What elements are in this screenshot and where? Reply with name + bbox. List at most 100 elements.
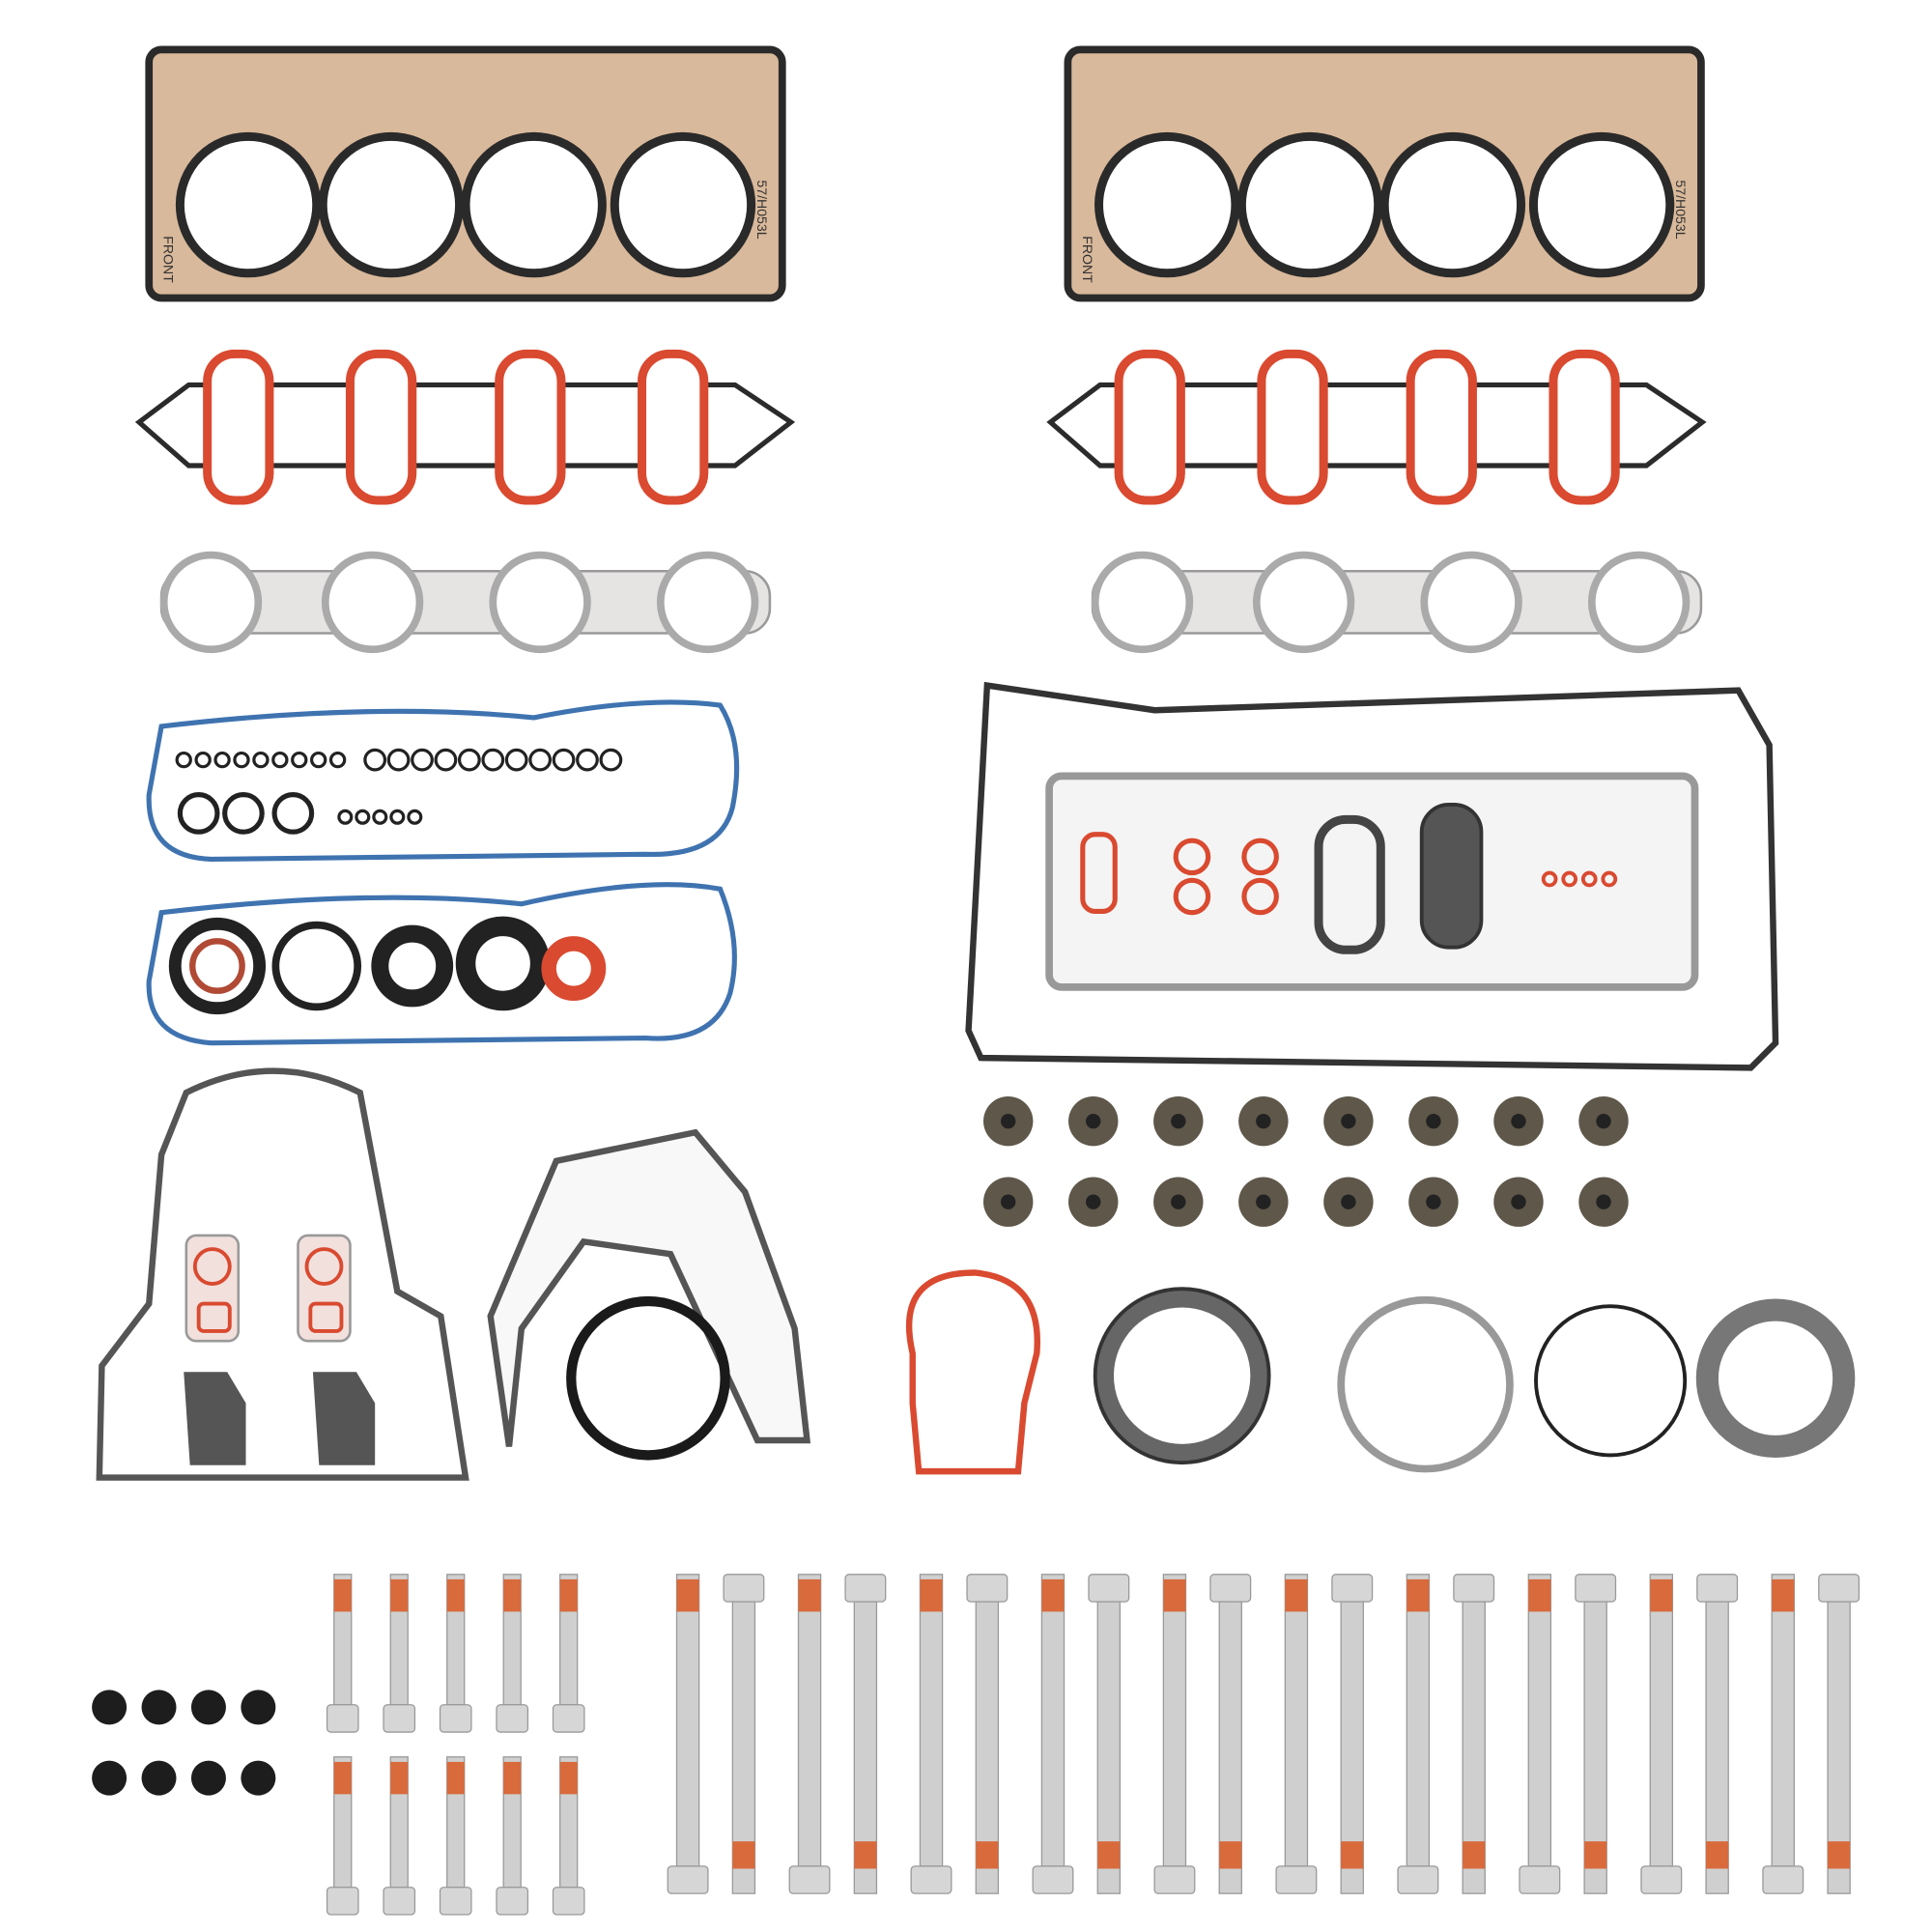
bolt [1032,1574,1074,1894]
valve-stem-seal-hole [1341,1113,1356,1129]
small-o-ring [363,748,387,772]
bolt-head [496,1704,529,1733]
thread-locker [976,1841,999,1869]
bolt [1696,1574,1739,1894]
thread-locker [732,1841,755,1869]
rubber-grommet [92,1760,128,1796]
rear-cover-gasket [487,1128,811,1461]
bolt-head [439,1704,472,1733]
rubber-grommet [190,1760,226,1796]
thread-locker [1584,1841,1607,1869]
bolt-shank [731,1601,756,1894]
intake-port [638,349,709,505]
small-o-ring [504,748,528,772]
bolt-head [383,1887,416,1916]
bolt-head [1153,1865,1196,1894]
cylinder-bore [318,131,465,278]
bolt-head [1088,1574,1130,1603]
bolt-shank [1162,1574,1187,1867]
intake-manifold-gaskets [134,349,1707,505]
cylinder-bore [175,131,322,278]
valve-stem-seal-hole [1256,1113,1271,1129]
bolt-head [326,1887,359,1916]
bolt [1575,1574,1617,1894]
bolt-head [788,1865,831,1894]
thread-locker [503,1761,522,1795]
bolt-head [1640,1865,1683,1894]
small-o-ring [528,748,553,772]
small-o-ring [552,748,576,772]
intake-port [1548,349,1620,505]
part-number-label: 57/H053L [1673,180,1689,239]
bolt-shank [1340,1601,1364,1894]
valve-stem-seal-hole [1596,1194,1611,1209]
exhaust-port [159,551,263,654]
part-number-label: 57/H053L [754,180,770,239]
intake-port [1114,349,1185,505]
small-o-ring [457,748,481,772]
thread-locker [1163,1578,1186,1612]
exhaust-port [321,551,424,654]
bolt [844,1574,887,1894]
cylinder-bore [1528,131,1675,278]
bolt [383,1574,416,1733]
exhaust-manifold-gaskets [159,551,1703,654]
bolt-head [910,1865,952,1894]
small-o-ring [328,751,347,769]
crank-and-misc-seals [168,916,607,1015]
valve-stem-seal-hole [1086,1194,1101,1209]
bolt-head [1818,1574,1861,1603]
bolt [552,1756,585,1916]
bolt-shank [1583,1601,1607,1894]
thread-locker [446,1578,465,1612]
small-o-ring [233,751,250,769]
thread-locker [1463,1841,1486,1869]
thread-locker [446,1761,465,1795]
bolt [326,1756,359,1916]
bolt-shank [975,1601,1000,1894]
bolt [1275,1574,1318,1894]
exhaust-port [1420,551,1522,654]
small-o-ring [372,809,388,825]
bolt-head [1453,1574,1495,1603]
thread-locker [1219,1841,1242,1869]
bolt-head [1209,1574,1252,1603]
bolt-shank [1771,1574,1795,1867]
exhaust-port [489,551,591,654]
valve-cover-gasket-upper [146,699,740,863]
bolt [788,1574,831,1894]
bolt-head [1696,1574,1739,1603]
thread-locker [920,1578,943,1612]
o-ring-set [175,748,623,835]
bolt [1331,1574,1374,1894]
bolt-head [496,1887,529,1916]
valve-stem-seal-hole [1000,1113,1016,1129]
bolt [1640,1574,1683,1894]
valve-cover-gasket-lower [146,882,737,1046]
small-o-ring [271,751,289,769]
small-o-ring [291,751,308,769]
bolt-head [1575,1574,1617,1603]
bolt [1153,1574,1196,1894]
bolt-head [552,1704,585,1733]
thread-locker [1772,1578,1795,1612]
bolt-shank [919,1574,944,1867]
bolt-shank [1284,1574,1309,1867]
water-pump-gaskets [906,1269,1271,1475]
rubber-grommet [141,1690,177,1725]
cylinder-bore [461,131,607,278]
cylinder-bore [1236,131,1383,278]
small-o-ring [355,809,371,825]
intake-port [495,349,566,505]
bolt [1397,1574,1439,1894]
thread-locker [1528,1578,1551,1612]
bolt-shank [1649,1574,1674,1867]
exhaust-port [656,551,759,654]
small-o-ring [175,751,192,769]
rubber-grommet [241,1690,276,1725]
bolt-head [723,1574,765,1603]
bolt-shank [1705,1601,1729,1894]
